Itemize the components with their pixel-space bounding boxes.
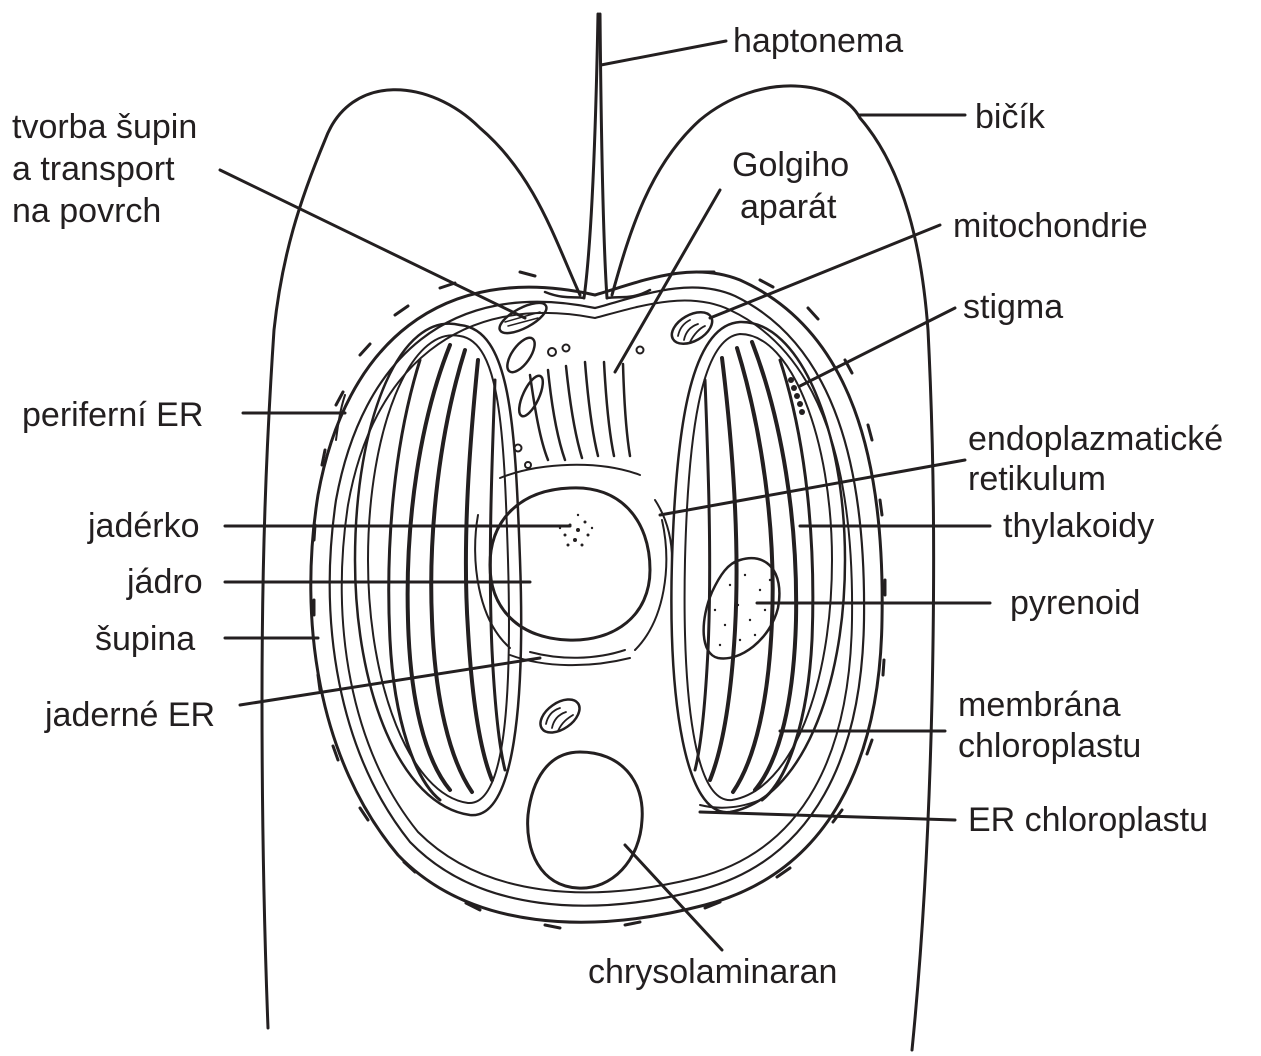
label-endoplazmaticke-line2: retikulum xyxy=(968,460,1106,498)
label-tvorba-line1: tvorba šupin xyxy=(12,108,197,146)
label-supina: šupina xyxy=(95,620,195,658)
label-thylakoidy: thylakoidy xyxy=(1003,507,1154,545)
label-tvorba-line2: a transport xyxy=(12,150,175,188)
label-periferni-er: periferní ER xyxy=(22,396,203,434)
label-jaderne-er: jaderné ER xyxy=(44,696,215,734)
label-pyrenoid: pyrenoid xyxy=(1010,584,1140,622)
label-tvorba-line3: na povrch xyxy=(12,192,161,230)
label-membrana-line2: chloroplastu xyxy=(958,727,1141,765)
label-chrysolaminaran: chrysolaminaran xyxy=(588,953,837,991)
label-haptonema: haptonema xyxy=(733,22,903,60)
label-endoplazmaticke-line1: endoplazmatické xyxy=(968,420,1223,458)
label-stigma: stigma xyxy=(963,288,1063,326)
label-er-chloroplastu: ER chloroplastu xyxy=(968,801,1208,839)
label-jadro: jádro xyxy=(126,563,203,601)
label-jaderko: jadérko xyxy=(87,507,200,545)
label-mitochondrie: mitochondrie xyxy=(953,207,1148,245)
label-golgi-line2: aparát xyxy=(740,188,837,226)
label-golgi-line1: Golgiho xyxy=(732,146,849,184)
label-bicik: bičík xyxy=(975,98,1046,136)
label-membrana-line1: membrána xyxy=(958,686,1121,724)
